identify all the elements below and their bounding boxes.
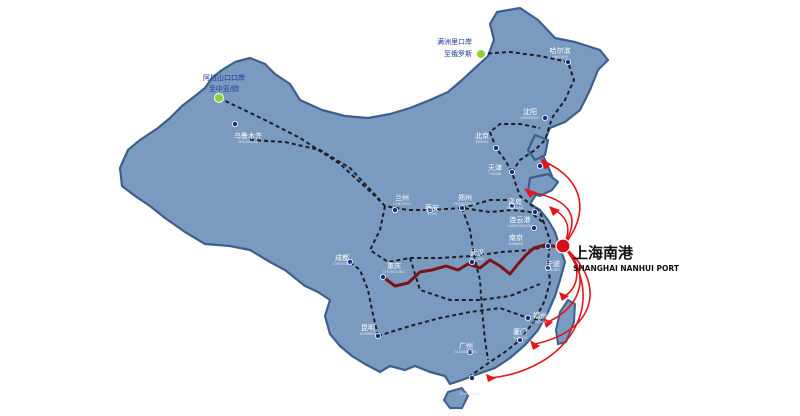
svg-text:WULUMUQI: WULUMUQI xyxy=(238,140,258,144)
alashankou-sub-label: 至中亚/欧 xyxy=(209,84,239,93)
manzhouli-sub-label: 至俄罗斯 xyxy=(444,49,472,58)
city-labels: 哈尔滨 HAERBIN 沈阳 SHENYANG 北京 BEIJING 天津 TI… xyxy=(234,46,571,396)
city-label-wuhan: 武汉 xyxy=(470,248,484,257)
city-label-kunming: 昆明 xyxy=(361,324,375,332)
port-name-cn: 上海南港 xyxy=(573,244,634,262)
manzhouli-marker xyxy=(476,49,486,59)
city-label-urumqi: 乌鲁木齐 xyxy=(234,131,262,140)
svg-text:XIAMEN: XIAMEN xyxy=(513,336,527,340)
city-label-xiamen: 厦门 xyxy=(513,327,527,336)
city-label-guangzhou: 广州 xyxy=(459,341,473,350)
svg-text:WUHAN: WUHAN xyxy=(470,257,484,261)
yangtze-route xyxy=(382,243,561,288)
sea-routes xyxy=(486,158,591,382)
city-label-harbin: 哈尔滨 xyxy=(550,46,571,55)
svg-text:KUNMING: KUNMING xyxy=(360,332,377,336)
svg-text:BEIJING: BEIJING xyxy=(475,140,488,144)
city-label-fuzhou: 福州 xyxy=(533,311,547,320)
city-label-chongqing: 重庆 xyxy=(387,261,401,270)
city-label-nanjing: 南京 xyxy=(509,233,523,242)
svg-text:HONGKONG: HONGKONG xyxy=(460,392,481,396)
city-label-ningbo: 宁波 xyxy=(546,259,560,268)
svg-text:LANZHOU: LANZHOU xyxy=(393,202,411,206)
city-label-shenyang: 沈阳 xyxy=(523,107,537,116)
city-label-tianjin: 天津 xyxy=(488,164,502,172)
taiwan-island xyxy=(554,298,577,346)
hainan-island xyxy=(442,386,470,409)
china-mainland xyxy=(118,6,610,386)
city-label-hongkong: 香港 xyxy=(463,383,477,392)
svg-text:CHONGQING: CHONGQING xyxy=(383,270,406,274)
alashankou-marker xyxy=(214,93,224,103)
city-label-qingdao: 青岛 xyxy=(508,197,522,206)
svg-text:HAERBIN: HAERBIN xyxy=(552,55,568,59)
city-label-lanzhou: 兰州 xyxy=(395,193,409,202)
svg-text:NINGBO: NINGBO xyxy=(546,268,560,272)
svg-text:SHENYANG: SHENYANG xyxy=(520,116,540,120)
svg-text:GUANGZHOU: GUANGZHOU xyxy=(454,350,478,354)
city-label-beijing: 北京 xyxy=(475,131,489,140)
port-name-en: SHANGHAI NANHUI PORT xyxy=(573,264,680,273)
alashankou-label: 阿拉山口口岸 xyxy=(203,73,245,82)
svg-text:NANJING: NANJING xyxy=(508,242,523,246)
city-label-zhengzhou: 郑州 xyxy=(458,194,472,202)
svg-text:QINGDAO: QINGDAO xyxy=(507,206,524,210)
manzhouli-label: 满洲里口岸 xyxy=(437,37,472,46)
svg-text:CHENGDU: CHENGDU xyxy=(333,262,351,266)
shanghai-nanhui-port-marker xyxy=(555,238,571,254)
svg-text:FUZHOU: FUZHOU xyxy=(533,320,548,324)
svg-text:ZHENGZHOU: ZHENGZHOU xyxy=(454,202,477,206)
svg-text:XI'AN: XI'AN xyxy=(427,212,437,216)
svg-text:TIANJIN: TIANJIN xyxy=(488,172,502,176)
city-label-chengdu: 成都 xyxy=(335,253,349,262)
svg-text:LIANYUNGANG: LIANYUNGANG xyxy=(507,224,533,228)
city-label-xian: 西安 xyxy=(425,203,439,212)
city-label-lianyungang: 连云港 xyxy=(510,215,531,224)
city-markers xyxy=(231,59,572,381)
